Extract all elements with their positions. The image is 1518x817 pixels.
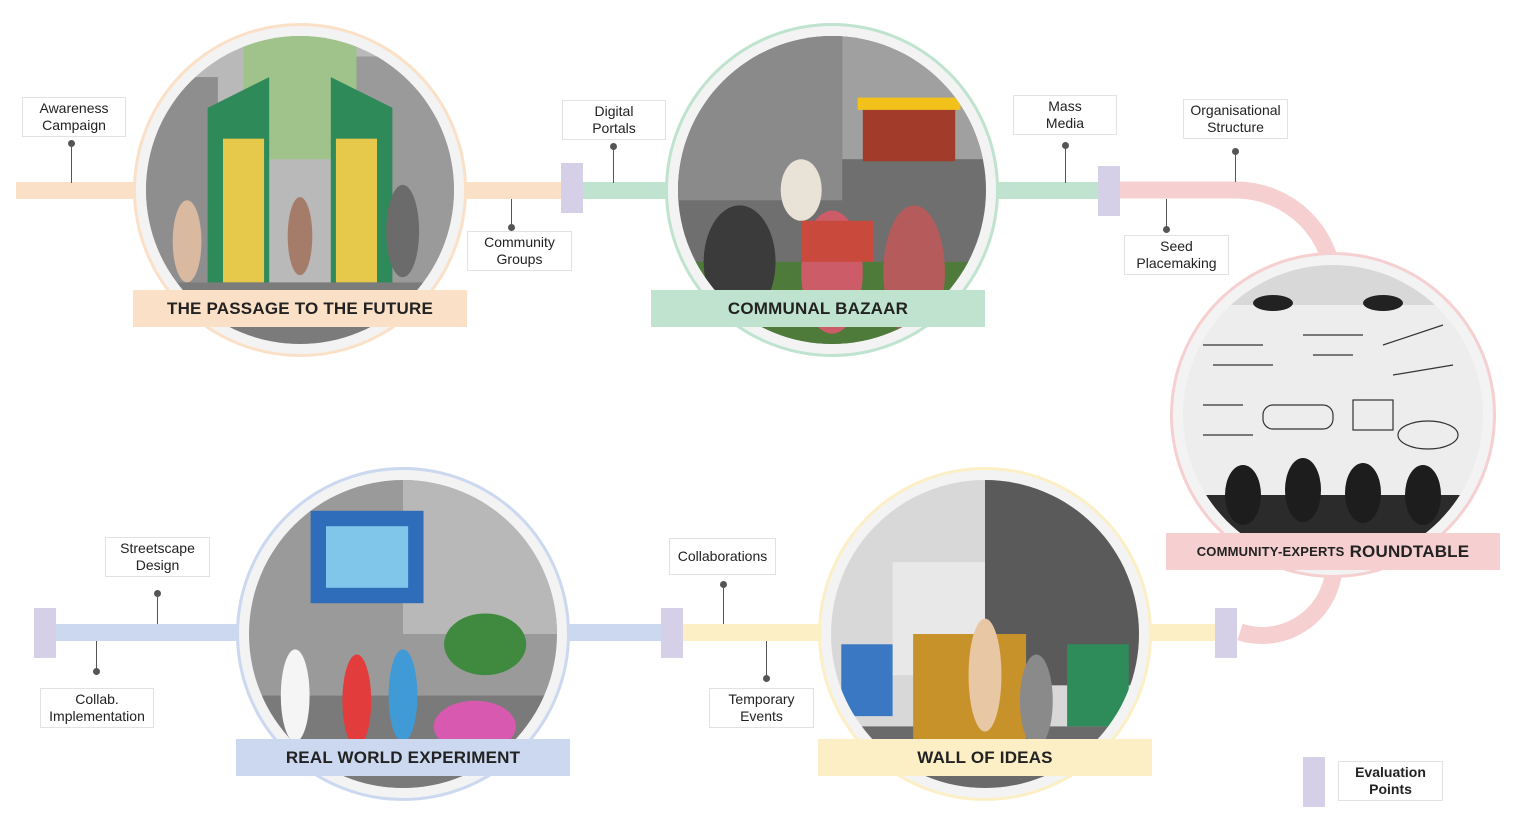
stage-title-prefix: COMMUNITY-EXPERTS [1196,544,1345,559]
stage-title-experiment: REAL WORLD EXPERIMENT [236,739,570,776]
tag-dot [1163,226,1170,233]
tag-line: Implementation [49,708,145,724]
tag-line: Seed [1160,238,1193,254]
tag-line: Awareness [39,100,109,116]
tag-stem [1065,146,1066,183]
stage-title-text: ROUNDTABLE [1349,541,1470,561]
tag-line: Collaborations [677,548,768,564]
tag-line: Media [1045,115,1085,131]
tag-mass-media: Mass Media [1013,95,1117,135]
evaluation-point [1098,166,1120,216]
tag-dot [763,675,770,682]
tag-stem [723,585,724,624]
tag-line: Groups [496,251,543,267]
evaluation-point [34,608,56,658]
stage-title-text: REAL WORLD EXPERIMENT [285,747,521,767]
legend-line: Evaluation [1355,764,1426,780]
tag-line: Collab. [75,691,119,707]
tag-stem [613,147,614,183]
tag-dot [154,590,161,597]
stage-image-roundtable [1170,252,1496,578]
legend-evaluation-points: Evaluation Points [1338,761,1443,801]
tag-stem [766,641,767,679]
tag-collab-implementation: Collab. Implementation [40,688,154,728]
tag-stem [157,594,158,624]
tag-dot [1062,142,1069,149]
stage-title-text: WALL OF IDEAS [917,747,1053,767]
tag-stem [1235,152,1236,182]
tag-collaborations: Collaborations [669,538,776,575]
tag-dot [93,668,100,675]
tag-dot [720,581,727,588]
tag-stem [1166,199,1167,229]
legend-swatch [1303,757,1325,807]
tag-dot [610,143,617,150]
tag-line: Portals [592,120,636,136]
evaluation-point [561,163,583,213]
tag-line: Digital [594,103,634,119]
tag-line: Placemaking [1136,255,1217,271]
legend-line: Points [1369,781,1412,797]
tag-digital-portals: Digital Portals [562,100,666,140]
tag-line: Streetscape [120,540,195,556]
tag-line: Community [484,234,555,250]
tag-organisational-structure: Organisational Structure [1183,99,1288,139]
tag-stem [511,199,512,227]
tag-temporary-events: Temporary Events [709,688,814,728]
evaluation-point [1215,608,1237,658]
tag-line: Events [740,708,783,724]
tag-line: Temporary [728,691,795,707]
stage-title-text: THE PASSAGE TO THE FUTURE [166,298,433,318]
tag-line: Structure [1207,119,1264,135]
tag-awareness-campaign: Awareness Campaign [22,97,126,137]
tag-seed-placemaking: Seed Placemaking [1124,235,1229,275]
stage-title-bazaar: COMMUNAL BAZAAR [651,290,985,327]
tag-stem [96,641,97,671]
roundtable-photo [1183,265,1483,565]
tag-dot [508,224,515,231]
stage-title-text: COMMUNAL BAZAAR [727,298,909,318]
stage-title-passage: THE PASSAGE TO THE FUTURE [133,290,467,327]
tag-line: Mass [1048,98,1082,114]
evaluation-point [661,608,683,658]
tag-community-groups: Community Groups [467,231,572,271]
tag-dot [68,140,75,147]
stage-title-wall: WALL OF IDEAS [818,739,1152,776]
tag-stem [71,143,72,183]
tag-line: Campaign [42,117,106,133]
tag-streetscape-design: Streetscape Design [105,537,210,577]
stage-title-roundtable: COMMUNITY-EXPERTS ROUNDTABLE [1166,533,1500,570]
tag-dot [1232,148,1239,155]
tag-line: Design [135,557,180,573]
tag-line: Organisational [1190,102,1281,118]
